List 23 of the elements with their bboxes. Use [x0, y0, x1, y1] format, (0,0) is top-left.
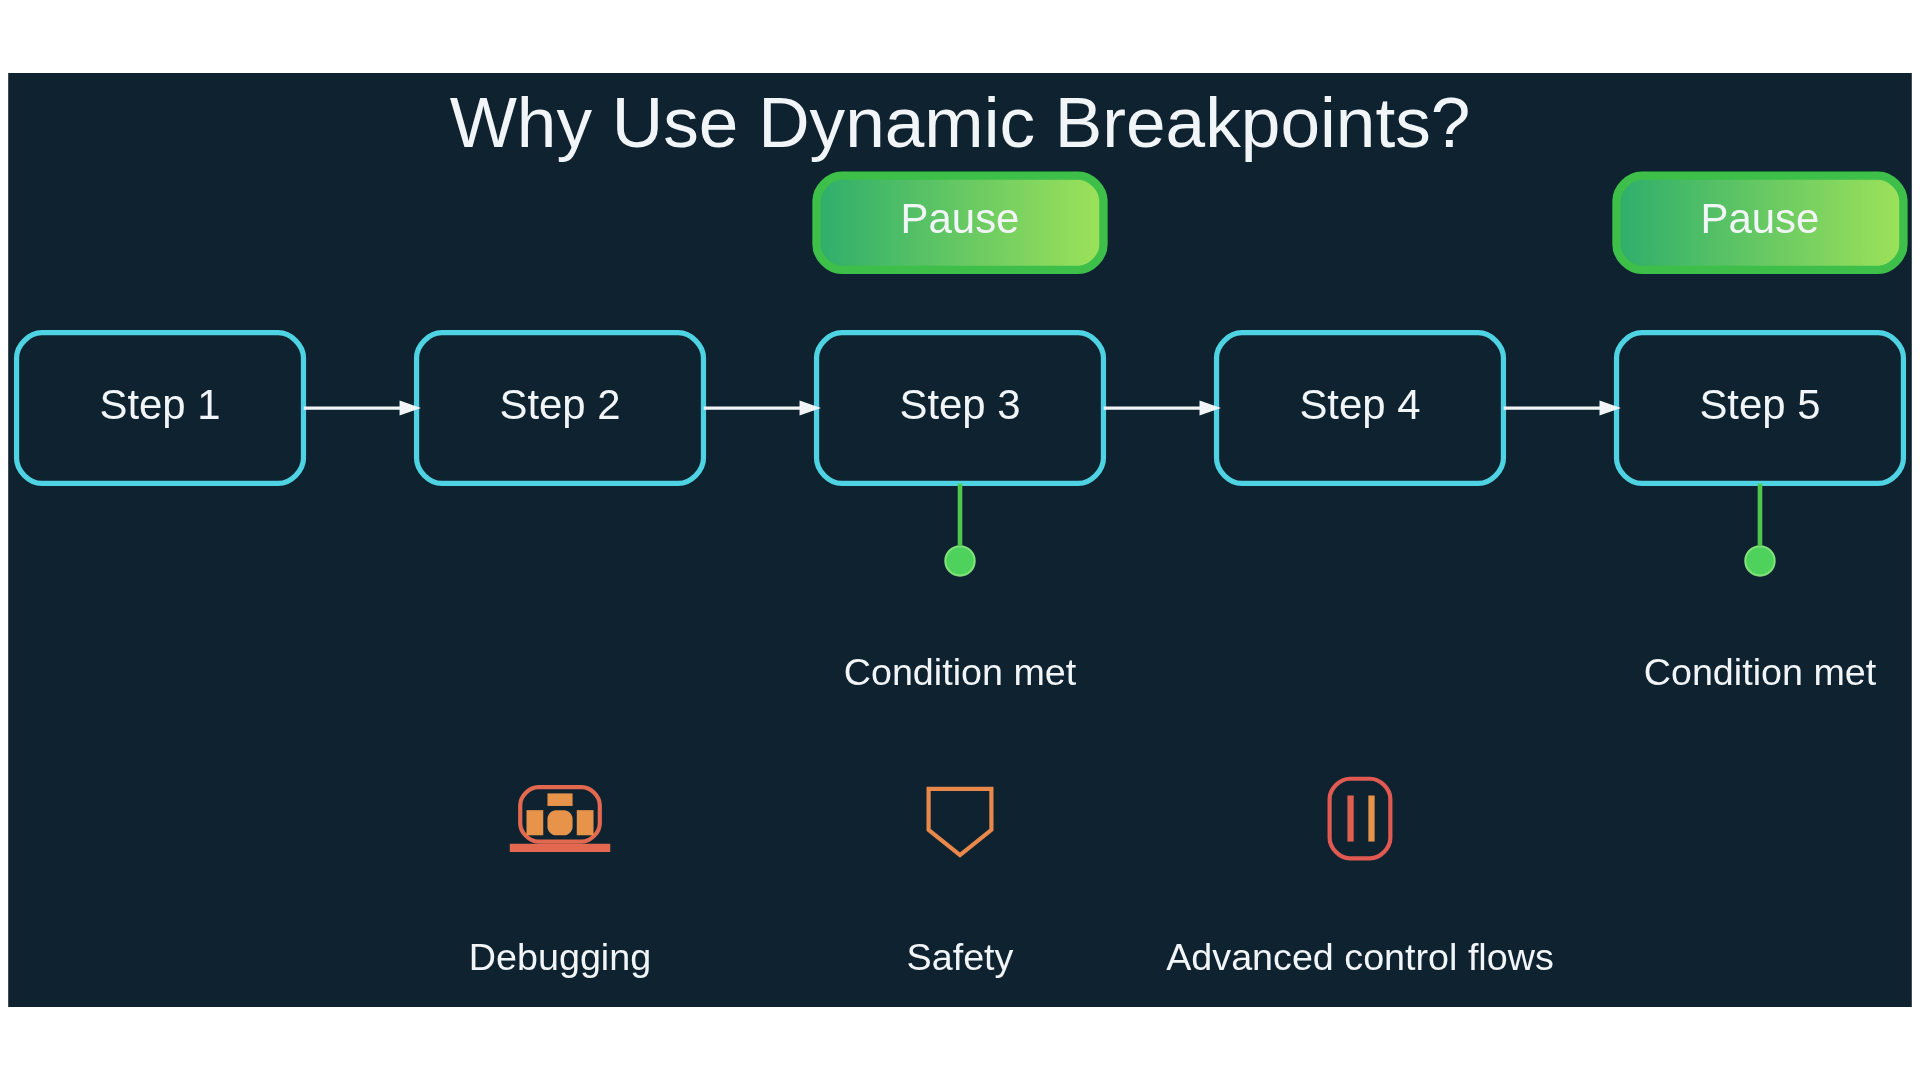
connector [957, 483, 963, 546]
node-label: Condition met [1643, 651, 1877, 694]
node-label: Debugging [468, 936, 652, 979]
diagram-title: Why Use Dynamic Breakpoints? [449, 82, 1471, 162]
node-label: Condition met [843, 651, 1077, 694]
node-picture [926, 786, 994, 858]
node-circle [944, 545, 976, 577]
node-box: Pause [1612, 171, 1908, 275]
arrow [303, 400, 421, 416]
node-box: Step 5 [1613, 330, 1907, 487]
node-label: Safety [906, 936, 1014, 979]
arrow [703, 400, 821, 416]
node-box: Step 1 [13, 330, 307, 487]
node-label: Advanced control flows [1166, 936, 1554, 979]
node-box: Step 3 [813, 330, 1107, 487]
node-box: Pause [812, 171, 1108, 275]
arrow [1503, 400, 1621, 416]
node-box: Step 2 [413, 330, 707, 487]
arrow [1103, 400, 1221, 416]
node-circle [1744, 545, 1776, 577]
connector [1757, 483, 1763, 546]
node-box: Step 4 [1213, 330, 1507, 487]
node-picture [1327, 776, 1393, 861]
